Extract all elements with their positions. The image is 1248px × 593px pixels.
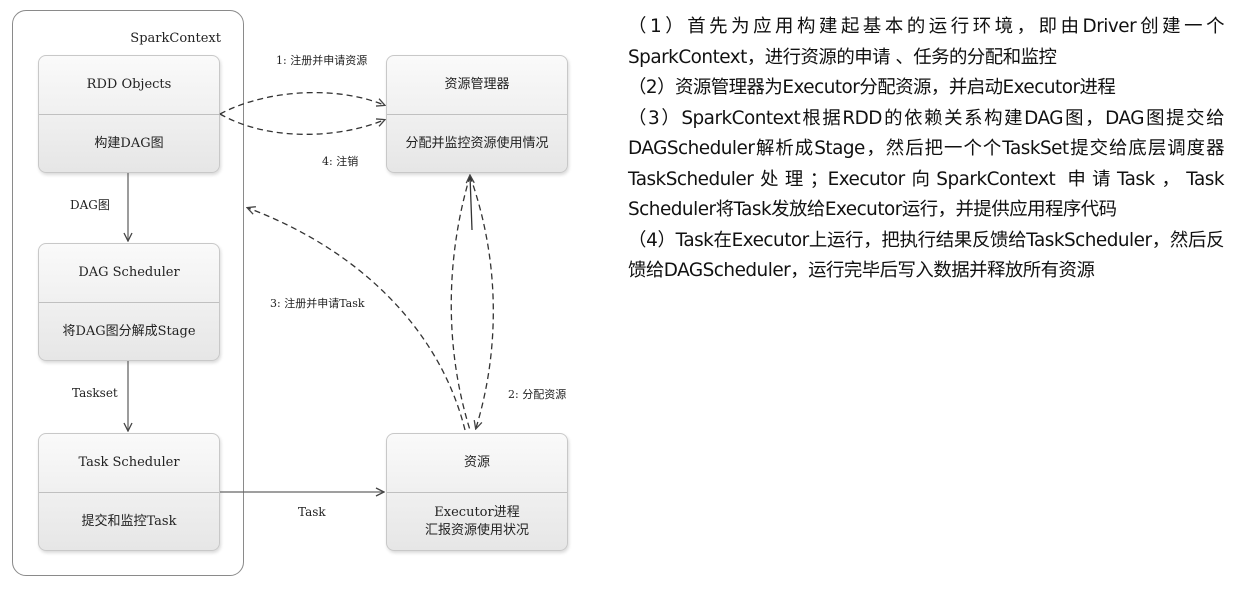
dag-graph-label: DAG图 bbox=[70, 198, 110, 212]
allocate-arrow-right bbox=[469, 175, 494, 428]
allocate-label: 2: 分配资源 bbox=[508, 388, 567, 401]
step-4-text: （4）Task在Executor上运行，把执行结果反馈给TaskSchedule… bbox=[628, 229, 1225, 282]
register-apply-arrow bbox=[219, 91, 384, 115]
task-scheduler-box: Task Scheduler 提交和监控Task bbox=[38, 433, 220, 551]
allocate-monitor-label: 分配并监控资源使用情况 bbox=[387, 114, 567, 172]
task-label: Task bbox=[298, 505, 326, 519]
rdd-objects-label: RDD Objects bbox=[86, 77, 172, 92]
resource-manager-box: 资源管理器 分配并监控资源使用情况 bbox=[386, 55, 568, 173]
taskset-label: Taskset bbox=[72, 386, 118, 400]
step-1-text: （1）首先为应用构建起基本的运行环境，即由Driver创建一个SparkCont… bbox=[628, 16, 1225, 68]
split-stage-label: 将DAG图分解成Stage bbox=[39, 302, 219, 360]
executor-info: Executor进程 汇报资源使用状况 bbox=[387, 492, 567, 550]
submit-monitor-label: 提交和监控Task bbox=[39, 492, 219, 550]
allocate-arrow-head bbox=[470, 176, 472, 231]
dag-scheduler-box: DAG Scheduler 将DAG图分解成Stage bbox=[38, 243, 220, 361]
step-2-text: （2）资源管理器为Executor分配资源，并启动Executor进程 bbox=[628, 77, 1116, 98]
allocate-arrow-left bbox=[450, 175, 471, 431]
report-usage-label: 汇报资源使用状况 bbox=[424, 523, 529, 538]
deregister-arrow bbox=[219, 113, 384, 135]
build-dag-label: 构建DAG图 bbox=[39, 114, 219, 172]
register-task-label: 3: 注册并申请Task bbox=[270, 297, 365, 310]
deregister-label: 4: 注销 bbox=[322, 155, 359, 168]
task-scheduler-label: Task Scheduler bbox=[78, 455, 180, 470]
register-task-arrow bbox=[248, 208, 466, 431]
description-panel: （1）首先为应用构建起基本的运行环境，即由Driver创建一个SparkCont… bbox=[628, 12, 1225, 287]
step-3-text: （3）SparkContext根据RDD的依赖关系构建DAG图，DAG图提交给D… bbox=[628, 107, 1225, 221]
register-apply-label: 1: 注册并申请资源 bbox=[276, 54, 368, 67]
resource-box: 资源 Executor进程 汇报资源使用状况 bbox=[386, 433, 568, 551]
container-title: SparkContext bbox=[130, 31, 221, 46]
diagram-arrows bbox=[0, 91, 494, 593]
resource-label: 资源 bbox=[463, 455, 490, 470]
rdd-objects-box: RDD Objects 构建DAG图 bbox=[38, 55, 220, 173]
resource-manager-label: 资源管理器 bbox=[444, 77, 510, 92]
executor-process-label: Executor进程 bbox=[434, 505, 520, 520]
dag-scheduler-label: DAG Scheduler bbox=[78, 265, 180, 280]
